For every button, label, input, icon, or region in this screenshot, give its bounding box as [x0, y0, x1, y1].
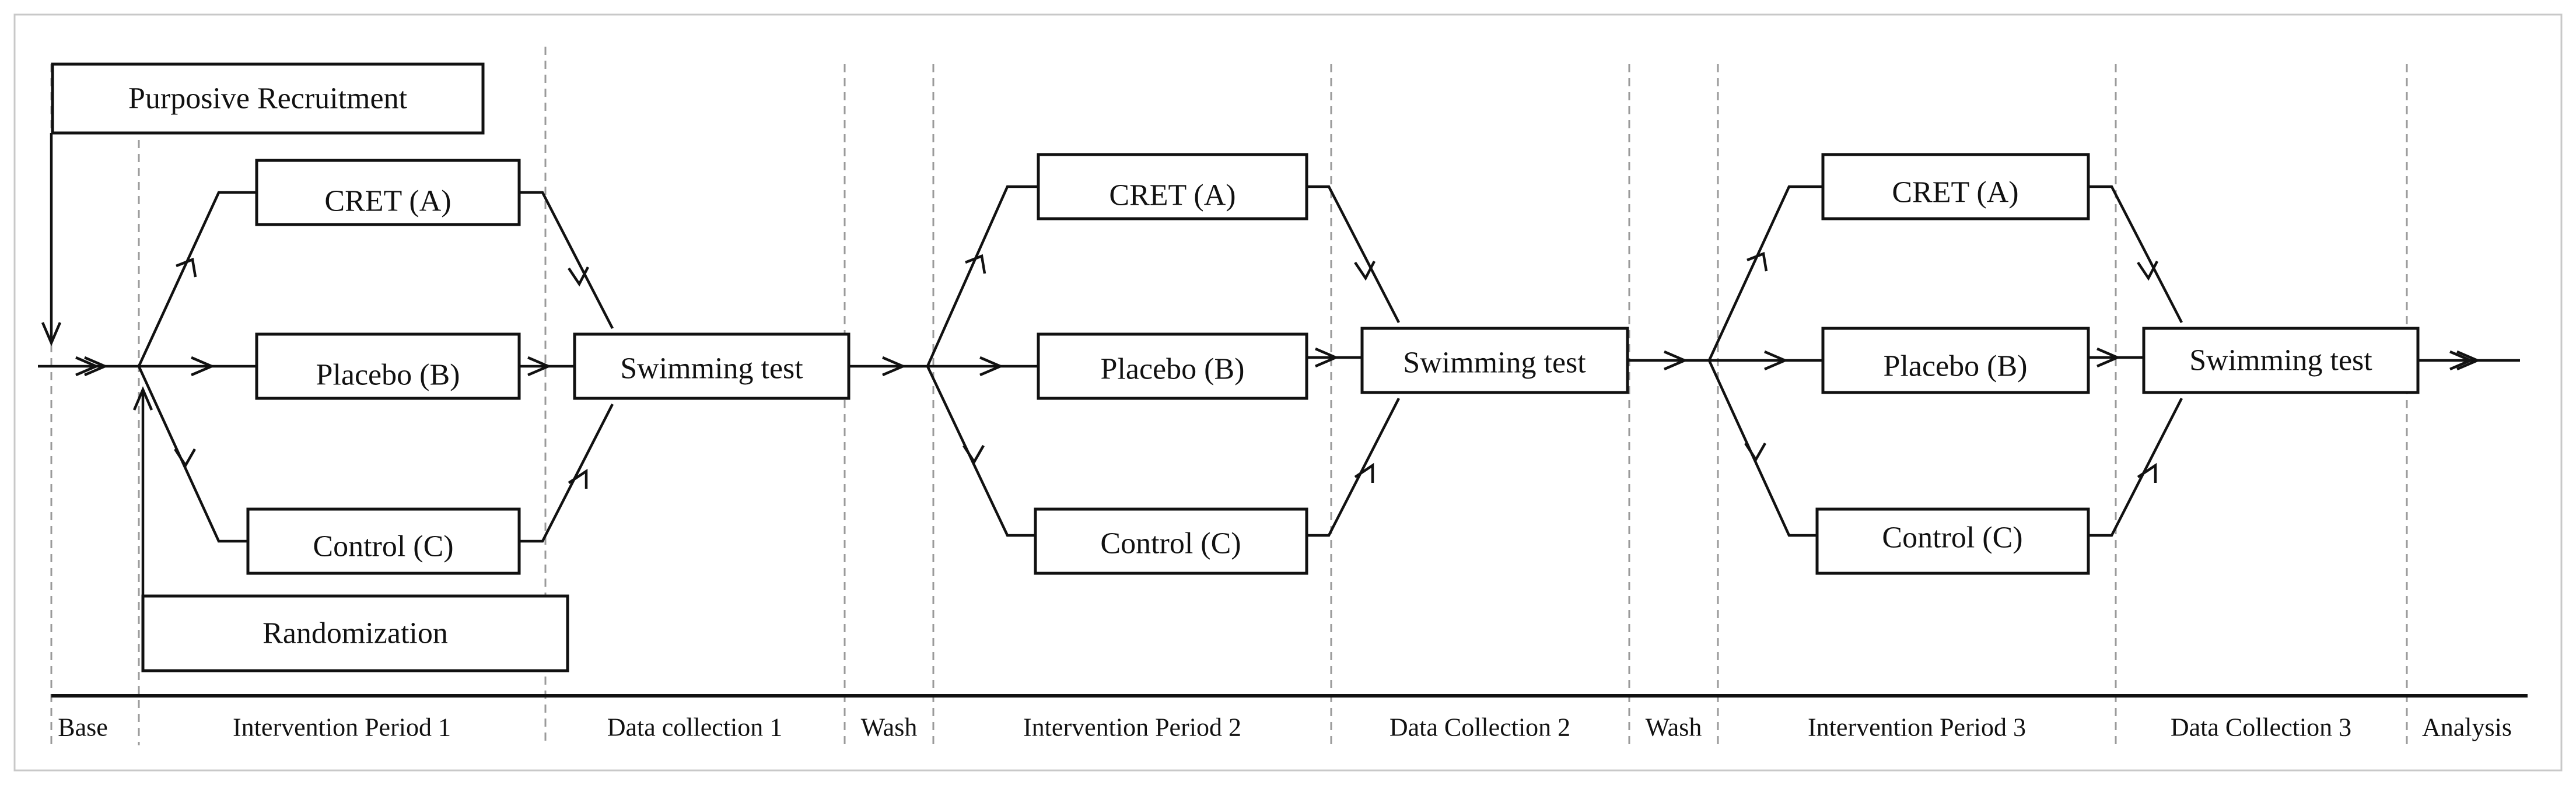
arrow-head-icon	[174, 448, 196, 468]
phase-label-wash-1: Wash	[861, 713, 918, 742]
arrow-head-icon	[1354, 462, 1374, 483]
swimming-test-label: Swimming test	[2189, 344, 2372, 377]
arm-c-box	[1815, 507, 2090, 575]
arrow-head-icon	[965, 254, 986, 274]
arrow-head-icon	[568, 468, 588, 489]
merge-line-c	[1307, 397, 1401, 537]
arrow-head-icon	[568, 266, 589, 287]
arrow-head-icon	[1764, 350, 1788, 371]
arm-c-label: Control (C)	[1100, 527, 1241, 560]
arrow-head-icon	[979, 356, 1004, 377]
arm-b-label: Placebo (B)	[316, 359, 460, 392]
branch-line-c	[137, 366, 248, 543]
arrow-head-icon	[191, 356, 215, 377]
swimming-test-box	[1360, 327, 1629, 394]
arrow-head-icon	[1664, 350, 1688, 371]
arrow-head-icon	[41, 322, 62, 346]
branch-line-c	[1707, 360, 1817, 537]
phase-label-data-collection-1: Data collection 1	[607, 713, 783, 742]
merge-line-a	[519, 191, 614, 330]
arm-b-box	[1821, 327, 2090, 394]
arm-b-box	[255, 332, 521, 400]
swimming-test-label: Swimming test	[1403, 346, 1586, 380]
arm-a-label: CRET (A)	[1892, 176, 2018, 209]
arrow-head-icon	[527, 356, 552, 377]
intervention-period-2: CRET (A) Placebo (B) Control (C) Swimmin…	[926, 153, 1629, 575]
phase-label-intervention-1: Intervention Period 1	[233, 713, 451, 742]
intervention-period-1: CRET (A) Placebo (B) Control (C) Swimmin…	[137, 159, 850, 575]
outer-frame	[13, 13, 2563, 772]
randomization-box	[141, 594, 569, 672]
randomization-label: Randomization	[262, 617, 448, 650]
branch-line-a	[926, 185, 1038, 367]
arm-a-label: CRET (A)	[324, 185, 451, 218]
phase-label-data-collection-3: Data Collection 3	[2171, 713, 2351, 742]
branch-line-a	[137, 191, 257, 367]
swimming-test-label: Swimming test	[620, 352, 803, 386]
arrow-head-icon	[84, 356, 108, 377]
arm-a-box	[255, 159, 521, 226]
recruitment-flow	[38, 133, 153, 596]
branch-line-c	[926, 366, 1035, 537]
purposive-recruitment-label: Purposive Recruitment	[128, 82, 408, 115]
arrow-head-icon	[2456, 350, 2481, 371]
merge-line-c	[519, 403, 614, 543]
arrow-head-icon	[2137, 462, 2157, 483]
arrow-head-icon	[2096, 347, 2121, 368]
merge-line-a	[1307, 185, 1401, 324]
phase-label-analysis: Analysis	[2422, 713, 2512, 742]
arrow-head-icon	[1354, 260, 1376, 281]
arm-a-box	[1037, 153, 1308, 220]
arrow-head-icon	[882, 356, 907, 377]
arm-b-label: Placebo (B)	[1101, 353, 1245, 386]
arrow-head-icon	[2137, 260, 2158, 281]
arrow-head-icon	[1744, 442, 1766, 462]
arm-b-label: Placebo (B)	[1884, 350, 2028, 383]
arm-b-box	[1037, 332, 1308, 400]
phase-separators	[50, 47, 2408, 745]
phase-label-base: Base	[58, 713, 108, 742]
phase-label-intervention-3: Intervention Period 3	[1808, 713, 2026, 742]
arrow-head-icon	[176, 257, 197, 278]
intervention-period-3: CRET (A) Placebo (B) Control (C) Swimmin…	[1707, 153, 2420, 575]
phase-label-intervention-2: Intervention Period 2	[1023, 713, 1241, 742]
arm-c-box	[246, 507, 521, 575]
arrow-head-icon	[2449, 350, 2474, 371]
arm-c-box	[1034, 507, 1308, 575]
purposive-recruitment-box	[51, 62, 485, 135]
arrow-head-icon	[1746, 251, 1768, 272]
branch-line-a	[1707, 185, 1823, 361]
phase-labels: Base Intervention Period 1 Data collecti…	[58, 713, 2512, 742]
arrow-head-icon	[75, 356, 100, 377]
merge-line-c	[2088, 397, 2183, 537]
arrow-head-icon	[132, 386, 153, 411]
arm-c-label: Control (C)	[313, 530, 453, 563]
phase-label-data-collection-2: Data Collection 2	[1390, 713, 1570, 742]
arm-a-label: CRET (A)	[1109, 179, 1236, 212]
phase-label-wash-2: Wash	[1646, 713, 1702, 742]
arrow-head-icon	[963, 444, 985, 465]
arrow-head-icon	[1315, 347, 1339, 368]
merge-line-a	[2088, 185, 2183, 324]
arm-a-box	[1821, 153, 2090, 220]
arm-c-label: Control (C)	[1882, 521, 2022, 555]
